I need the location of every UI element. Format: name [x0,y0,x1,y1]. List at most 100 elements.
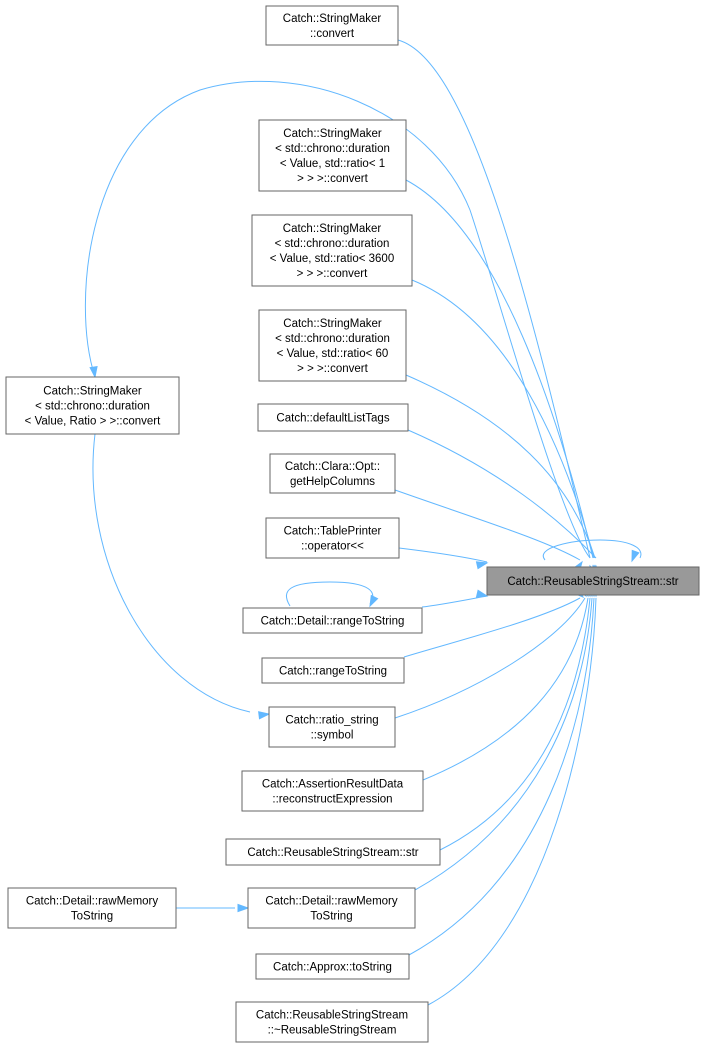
node-label-line: getHelpColumns [290,476,375,488]
node-box [268,706,396,748]
edge-20 [542,539,642,561]
node-label-line: ::symbol [311,730,354,742]
node-label-line: Catch::StringMaker [283,13,382,25]
node-label-line: Catch::StringMaker [283,223,382,235]
node-label-line: ::operator<< [301,541,364,553]
graph-node[interactable]: Catch::StringMaker< std::chrono::duratio… [258,119,407,192]
graph-node[interactable]: Catch::rangeToString [261,657,405,684]
node-label-line: < std::chrono::duration [275,143,390,155]
node-label-line: Catch::defaultListTags [276,413,389,425]
node-box [486,566,700,596]
edge-9 [403,597,581,658]
graph-node[interactable]: Catch::StringMaker< std::chrono::duratio… [5,376,180,435]
edge-arrowhead [237,903,250,913]
edge-8 [421,595,488,608]
edge-15 [427,597,597,1006]
edge-6 [394,489,581,561]
node-box [255,953,410,980]
node-label-line: < Value, std::ratio< 60 [277,348,389,360]
node-box [242,607,423,634]
graph-node[interactable]: Catch::ReusableStringStream::str [225,838,441,866]
edge-11 [422,597,589,781]
edge-arrowhead [475,589,489,598]
edge-arrowhead [89,366,98,379]
node-label-line: < std::chrono::duration [35,401,150,413]
edge-arrowhead [369,594,379,608]
graph-node[interactable]: Catch::StringMaker< std::chrono::duratio… [251,214,413,287]
edge-13 [414,597,593,891]
node-box [265,5,399,46]
node-box [241,770,424,812]
edge-3 [411,279,595,559]
graph-node[interactable]: Catch::Clara::Opt::getHelpColumns [269,453,396,494]
edge-arrowhead [258,711,271,720]
node-box [5,376,180,435]
node-label-line: Catch::Approx::toString [273,962,392,974]
node-label-line: < Value, std::ratio< 3600 [270,253,394,265]
graph-node[interactable]: Catch::defaultListTags [257,403,409,432]
node-label-line: Catch::TablePrinter [284,526,382,538]
node-label-line: < std::chrono::duration [275,333,390,345]
graph-node[interactable]: Catch::Approx::toString [255,953,410,980]
node-box [258,119,407,192]
node-label-line: > > >::convert [297,363,368,375]
node-label-line: ::~ReusableStringStream [268,1025,397,1037]
node-label-line: < Value, Ratio > >::convert [25,416,161,428]
node-box [235,1001,429,1043]
node-label-line: Catch::Detail::rawMemory [265,896,398,908]
edge-5 [407,429,597,559]
node-label-line: Catch::ReusableStringStream::str [507,576,678,588]
node-label-line: > > >::convert [297,173,368,185]
edge-10 [394,597,586,719]
edge-2 [405,179,594,559]
node-box [265,517,400,559]
graph-node[interactable]: Catch::Detail::rangeToString [242,607,423,634]
edge-4 [405,374,596,559]
node-box [261,657,405,684]
node-box [258,309,407,382]
node-label-line: ::convert [310,28,355,40]
node-label-line: > > >::convert [297,268,368,280]
edge-16 [84,80,591,559]
node-box [257,403,409,432]
node-label-line: ::reconstructExpression [272,794,392,806]
node-label-line: Catch::ReusableStringStream::str [247,847,418,859]
node-label-line: < std::chrono::duration [275,238,390,250]
edge-arrowhead [631,549,640,563]
node-label-line: Catch::ReusableStringStream [256,1010,408,1022]
edge-arrowhead [475,561,489,570]
edge-1 [397,39,591,559]
graph-node[interactable]: Catch::StringMaker< std::chrono::duratio… [258,309,407,382]
edge-17 [92,433,251,713]
node-box [251,214,413,287]
node-label-line: Catch::StringMaker [43,386,142,398]
node-box [247,887,416,929]
node-label-line: < Value, std::ratio< 1 [280,158,385,170]
nodes: Catch::ReusableStringStream::str Catch::S… [5,5,700,1043]
edge-19 [285,581,374,607]
node-label-line: Catch::rangeToString [279,666,387,678]
graph-node[interactable]: Catch::ratio_string::symbol [268,706,396,748]
graph-node[interactable]: Catch::AssertionResultData::reconstructE… [241,770,424,812]
graph-node[interactable]: Catch::StringMaker::convert [265,5,399,46]
node-label-line: ToString [310,911,352,923]
node-label-line: Catch::AssertionResultData [262,779,404,791]
node-box [225,838,441,866]
node-label-line: Catch::Clara::Opt:: [285,461,380,473]
node-box [269,453,396,494]
node-label-line: Catch::ratio_string [285,715,378,727]
node-label-line: Catch::Detail::rawMemory [26,896,159,908]
focus-node[interactable]: Catch::ReusableStringStream::str [486,566,700,596]
node-box [7,887,177,929]
edge-7 [398,547,488,563]
node-label-line: Catch::StringMaker [283,128,382,140]
edge-14 [408,597,595,956]
graph-node[interactable]: Catch::TablePrinter::operator<< [265,517,400,559]
edge-12 [439,597,591,851]
node-label-line: ToString [71,911,113,923]
graph-node[interactable]: Catch::ReusableStringStream::~ReusableSt… [235,1001,429,1043]
node-label-line: Catch::Detail::rangeToString [261,616,405,628]
